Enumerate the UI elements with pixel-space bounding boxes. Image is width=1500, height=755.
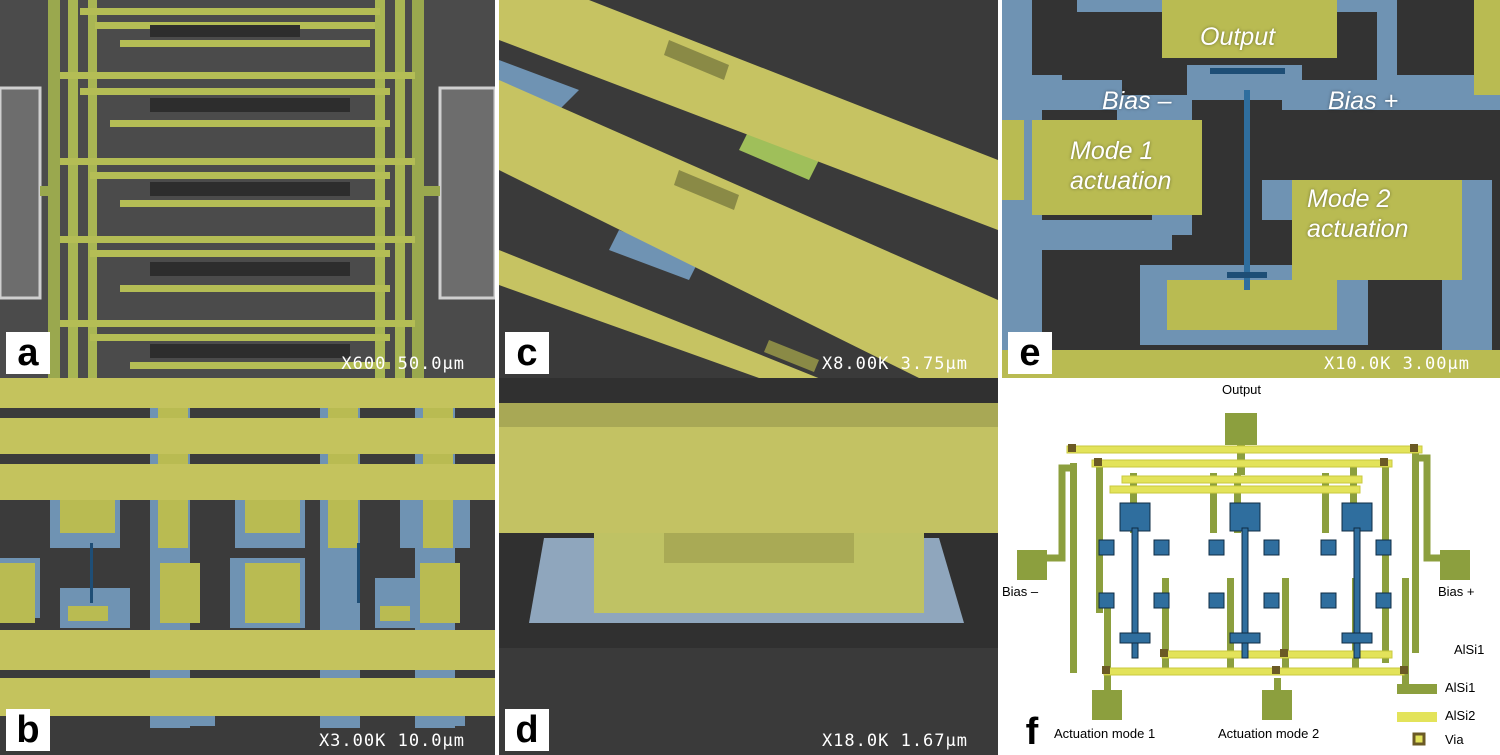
panel-f-schematic xyxy=(1017,413,1470,746)
panel-d: d X18.0K 1.67μm xyxy=(499,378,998,755)
resonator-layer xyxy=(1098,502,1392,659)
panel-c: c X8.00K 3.75μm xyxy=(499,0,998,378)
panel-e-bias-plus-annotation: Bias + xyxy=(1328,87,1399,115)
panel-e-scalebar: X10.0K 3.00μm xyxy=(1323,354,1470,374)
alsi1-layer xyxy=(1017,413,1470,720)
panel-e-label: e xyxy=(1008,332,1052,374)
legend-via-label: Via xyxy=(1445,732,1464,747)
panel-f-actuation-mode2-label: Actuation mode 2 xyxy=(1218,726,1320,741)
panel-a-sem-image xyxy=(0,0,495,378)
panel-e-mode1-line1: Mode 1 xyxy=(1070,137,1154,165)
legend-alsi1-label: AlSi1 xyxy=(1445,680,1476,695)
panel-f-bias-minus-label: Bias – xyxy=(1002,584,1039,599)
legend-alsi2-label: AlSi2 xyxy=(1445,708,1476,723)
panel-d-scalebar: X18.0K 1.67μm xyxy=(821,731,968,751)
panel-b-sem-image xyxy=(0,378,495,755)
panel-e-sem-image xyxy=(1002,0,1500,378)
panel-e-bias-minus-annotation: Bias – xyxy=(1102,87,1172,115)
panel-e-output-annotation: Output xyxy=(1200,23,1276,51)
panel-c-scalebar: X8.00K 3.75μm xyxy=(821,354,968,374)
panel-f-output-label: Output xyxy=(1222,382,1262,397)
panel-e: Output Bias – Bias + Mode 1 actuation Mo… xyxy=(1002,0,1500,378)
panel-b-scalebar: X3.00K 10.0μm xyxy=(318,731,465,751)
legend-alsi2-swatch xyxy=(1397,712,1437,722)
panel-f-alsi1-label: AlSi1 xyxy=(1454,642,1485,657)
panel-c-sem-image xyxy=(499,0,998,378)
panel-c-label: c xyxy=(505,332,549,374)
panel-e-mode2-line1: Mode 2 xyxy=(1307,185,1391,213)
panel-f-bias-plus-label: Bias + xyxy=(1438,584,1475,599)
panel-a-label: a xyxy=(6,332,50,374)
panel-b-label: b xyxy=(6,709,50,751)
via-markers xyxy=(1068,444,1418,674)
panel-d-label: d xyxy=(505,709,549,751)
panel-d-sem-image xyxy=(499,378,998,755)
panel-e-mode2-line2: actuation xyxy=(1307,215,1409,243)
panel-e-mode1-annotation: Mode 1 actuation xyxy=(1070,136,1171,196)
panel-f-actuation-mode1-label: Actuation mode 1 xyxy=(1054,726,1156,741)
alsi2-layer xyxy=(1066,445,1423,676)
panel-b: b X3.00K 10.0μm xyxy=(0,378,495,755)
panel-f: Output Bias – Bias + Actuation mode 1 Ac… xyxy=(1002,378,1500,755)
legend-via-swatch xyxy=(1412,732,1426,746)
panel-a-scalebar: X600 50.0μm xyxy=(341,354,465,374)
panel-f-label: f xyxy=(1025,711,1039,753)
panel-e-mode1-line2: actuation xyxy=(1070,167,1172,195)
panel-e-mode2-annotation: Mode 2 actuation xyxy=(1307,184,1408,244)
legend-alsi1-swatch xyxy=(1397,684,1437,694)
panel-a: a X600 50.0μm xyxy=(0,0,495,378)
